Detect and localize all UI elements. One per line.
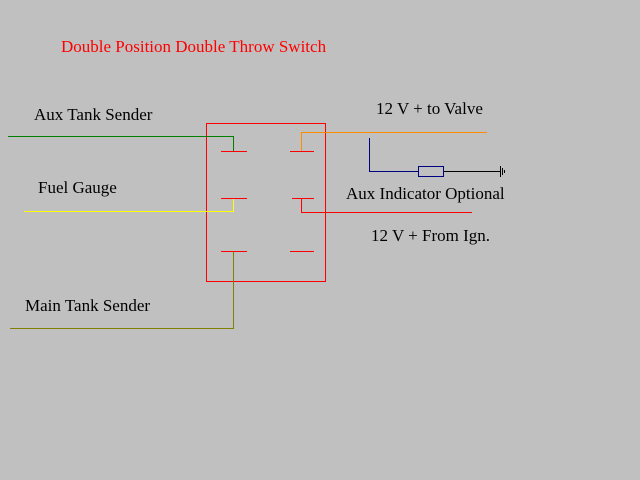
aux-tank-wire bbox=[8, 136, 234, 151]
main-tank-sender-label: Main Tank Sender bbox=[25, 296, 151, 315]
aux-indicator-label: Aux Indicator Optional bbox=[346, 184, 505, 203]
ignition-wire bbox=[301, 199, 472, 213]
switch-body bbox=[206, 123, 326, 282]
fuel-gauge-wire bbox=[24, 199, 234, 212]
valve-label: 12 V + to Valve bbox=[376, 99, 483, 118]
indicator-wire bbox=[369, 138, 418, 172]
indicator-resistor bbox=[418, 166, 444, 177]
ground-icon bbox=[500, 166, 505, 177]
ignition-label: 12 V + From Ign. bbox=[371, 226, 490, 245]
valve-wire bbox=[301, 132, 487, 151]
diagram-title: Double Position Double Throw Switch bbox=[61, 37, 327, 56]
main-tank-wire bbox=[10, 252, 234, 329]
fuel-gauge-label: Fuel Gauge bbox=[38, 178, 117, 197]
aux-tank-sender-label: Aux Tank Sender bbox=[34, 105, 153, 124]
